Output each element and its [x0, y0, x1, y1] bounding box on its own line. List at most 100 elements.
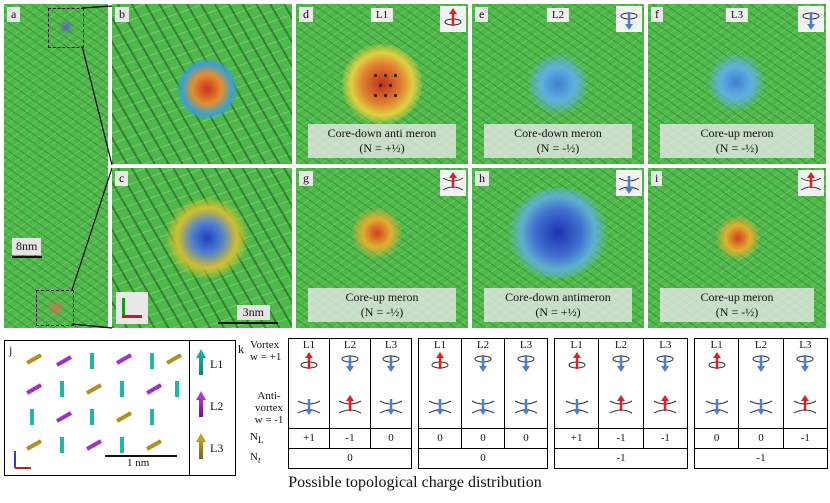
- nl-value: -1: [598, 427, 644, 449]
- panel-h: h Core-down antimeron(N = +½): [472, 168, 644, 328]
- layer-header: L3: [642, 338, 689, 376]
- axis-inset-c: [116, 292, 148, 324]
- core-blue: [528, 54, 588, 114]
- antivortex-cell: [782, 388, 829, 429]
- core-orange: [716, 216, 760, 260]
- zoom-lines: [71, 5, 113, 329]
- nt-value: -1: [694, 447, 828, 469]
- caption-h: Core-down antimeron(N = +½): [484, 288, 632, 322]
- layer-header: L1: [553, 338, 600, 376]
- nt-label: Nt: [250, 450, 261, 466]
- inset-box-top: [48, 8, 84, 48]
- antivortex-cell: [461, 388, 505, 429]
- nl-value: 0: [418, 427, 462, 449]
- panel-label-g: g: [299, 171, 313, 186]
- caption-d: Core-down anti meron(N = +½): [308, 124, 456, 158]
- panel-d: d L1 Core-down anti meron(N = +½): [296, 4, 468, 164]
- panel-label-a: a: [7, 7, 21, 22]
- vortex-row-label: Vortex: [250, 338, 280, 351]
- inset-box-bottom: [36, 290, 74, 326]
- nl-value: 0: [504, 427, 548, 449]
- nl-label: NL: [250, 430, 264, 446]
- layer-header: L2: [461, 338, 505, 376]
- antivortex-cell: [329, 388, 371, 429]
- nl-value: 0: [738, 427, 784, 449]
- nl-value: +1: [288, 427, 330, 449]
- panel-label-f: f: [651, 7, 663, 22]
- scale-bar-c: [218, 322, 278, 324]
- layer-header: L2: [738, 338, 784, 376]
- antivortex-cell: [288, 388, 330, 429]
- panel-label-e: e: [475, 7, 489, 22]
- panel-label-i: i: [651, 171, 663, 186]
- scale-label-a: 8nm: [12, 238, 42, 255]
- scale-bar-a: [12, 256, 42, 258]
- antivortex-up-icon: [798, 170, 824, 196]
- layer-legend: L1 L2 L3: [189, 341, 235, 475]
- scale-label-c: 3nm: [236, 305, 270, 320]
- core-blue: [162, 198, 252, 278]
- layer-header: L1: [418, 338, 462, 376]
- panel-j: j 1 nm L1 L2 L3: [4, 340, 236, 476]
- caption-g: Core-up meron(N = -½): [308, 288, 456, 322]
- layer-label: L1: [370, 8, 394, 22]
- vortex-w: w = +1: [250, 350, 282, 363]
- nl-value: 0: [693, 427, 740, 449]
- meron-spot: [58, 19, 74, 35]
- antivortex-up-icon: [440, 170, 466, 196]
- vortex-up-icon: [440, 6, 466, 32]
- layer-header: L2: [329, 338, 371, 376]
- panel-g: g Core-up meron(N = -½): [296, 168, 468, 328]
- layer-header: L3: [370, 338, 412, 376]
- scale-label-j: 1 nm: [127, 457, 150, 469]
- antivortex-cell: [504, 388, 548, 429]
- antivortex-cell: [642, 388, 689, 429]
- layer-label: L3: [725, 8, 749, 22]
- layer-header: L1: [288, 338, 330, 376]
- layer-header: L1: [693, 338, 740, 376]
- layer-legend-l2: L2: [210, 399, 224, 413]
- layer-legend-l1: L1: [210, 357, 224, 371]
- panel-label-k: k: [238, 342, 244, 356]
- nl-value: -1: [642, 427, 689, 449]
- antivortex-down-icon: [616, 170, 642, 196]
- antivortex-row-label: Anti-vortex: [254, 390, 284, 414]
- panel-i: i Core-up meron(N = -½): [648, 168, 826, 328]
- layer-header: L3: [782, 338, 829, 376]
- core-blue: [508, 188, 608, 278]
- panel-b: b: [112, 4, 292, 164]
- panel-label-c: c: [115, 171, 129, 186]
- caption-e: Core-down meron(N = -½): [484, 124, 632, 158]
- panel-label-b: b: [115, 7, 129, 22]
- core-red: [342, 44, 422, 124]
- vortex-down-icon: [616, 6, 642, 32]
- layer-header: L2: [598, 338, 644, 376]
- antivortex-cell: [598, 388, 644, 429]
- panel-label-j: j: [9, 343, 13, 357]
- layer-legend-l3: L3: [210, 441, 224, 455]
- core-blue: [708, 54, 764, 110]
- panel-e: e L2 Core-down meron(N = -½): [472, 4, 644, 164]
- scale-bar-j: [105, 455, 177, 457]
- layer-label: L2: [546, 8, 570, 22]
- panel-a: a 8nm: [4, 4, 108, 328]
- antivortex-cell: [418, 388, 462, 429]
- nl-value: 0: [370, 427, 412, 449]
- caption-i: Core-up meron(N = -½): [660, 288, 814, 322]
- nl-value: -1: [782, 427, 829, 449]
- vortex-down-icon: [798, 6, 824, 32]
- panel-label-d: d: [299, 7, 313, 22]
- nl-value: +1: [553, 427, 600, 449]
- antivortex-cell: [738, 388, 784, 429]
- panel-f: f L3 Core-up meron(N = -½): [648, 4, 826, 164]
- core-red: [177, 59, 237, 119]
- nt-value: 0: [288, 447, 412, 469]
- nt-value: 0: [418, 447, 548, 469]
